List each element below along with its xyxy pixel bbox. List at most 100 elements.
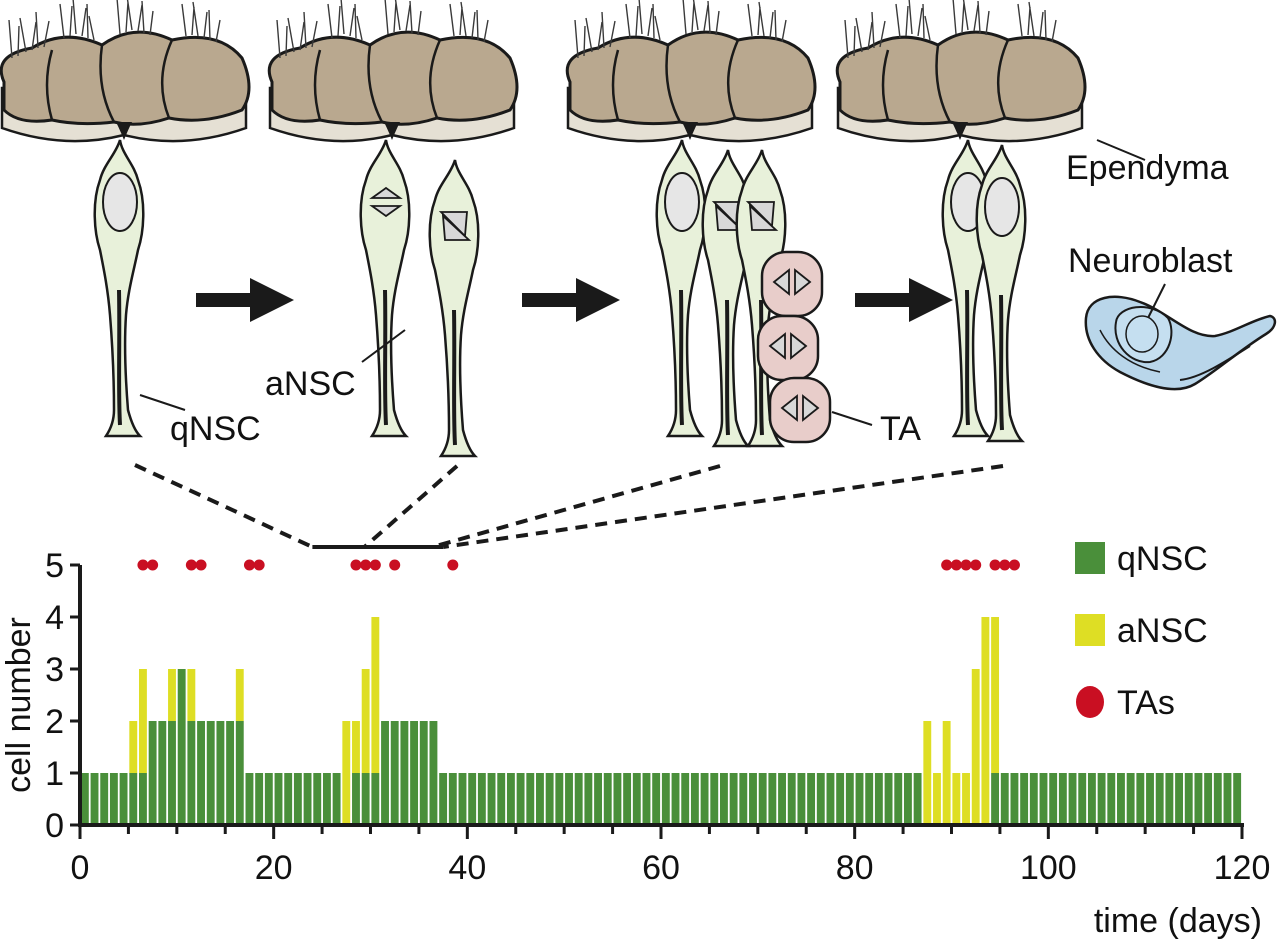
y-tick-label: 1 bbox=[45, 755, 64, 793]
qnsc-bar bbox=[245, 773, 254, 825]
x-axis-label: time (days) bbox=[1094, 902, 1262, 940]
qnsc-bar bbox=[1213, 773, 1222, 825]
zoom-line bbox=[363, 464, 459, 549]
qnsc-bar bbox=[603, 773, 612, 825]
x-tick-label: 120 bbox=[1214, 849, 1271, 887]
qnsc-bar bbox=[487, 773, 496, 825]
qnsc-bar bbox=[381, 721, 389, 825]
qnsc-bar bbox=[100, 773, 109, 825]
ta-dot bbox=[950, 559, 962, 571]
qnsc-bar bbox=[429, 721, 438, 825]
qnsc-bar bbox=[1029, 773, 1038, 825]
ta-dot bbox=[941, 559, 953, 571]
qnsc-bar bbox=[865, 773, 874, 825]
qnsc-bar bbox=[1000, 773, 1009, 825]
qnsc-bar bbox=[1020, 773, 1029, 825]
ta-dot bbox=[350, 559, 362, 571]
qnsc-bar bbox=[410, 721, 419, 825]
qnsc-bar bbox=[816, 773, 825, 825]
qnsc-bar bbox=[371, 773, 380, 825]
qnsc-bar bbox=[1155, 773, 1164, 825]
ta-dot bbox=[195, 559, 207, 571]
arrow-right-icon bbox=[855, 278, 953, 322]
qnsc-bar bbox=[749, 773, 757, 825]
qnsc-bar bbox=[361, 773, 370, 825]
legend-label: TAs bbox=[1117, 684, 1175, 722]
qnsc-bar bbox=[497, 773, 506, 825]
qnsc-bar bbox=[109, 773, 118, 825]
arrow-right-icon bbox=[196, 278, 294, 322]
ansc-bar bbox=[971, 669, 980, 825]
ta-dot bbox=[1008, 559, 1020, 571]
qnsc-bar bbox=[1126, 773, 1135, 825]
qnsc-bar bbox=[506, 773, 515, 825]
qnsc-bar bbox=[526, 773, 535, 825]
ta-cell bbox=[768, 376, 832, 444]
y-tick-label: 3 bbox=[45, 651, 64, 689]
ansc-cell bbox=[427, 158, 481, 458]
bars bbox=[80, 617, 1242, 825]
ta-dot bbox=[185, 559, 197, 571]
qnsc-bar bbox=[1136, 773, 1145, 825]
qnsc-bar bbox=[894, 773, 903, 825]
y-tick-label: 4 bbox=[45, 599, 64, 637]
qnsc-bar bbox=[991, 773, 1000, 825]
ansc-bar bbox=[235, 669, 244, 721]
qnsc-bar bbox=[129, 773, 138, 825]
qnsc-bar bbox=[187, 721, 196, 825]
qnsc-bar bbox=[797, 773, 806, 825]
qnsc-bar bbox=[1010, 773, 1019, 825]
qnsc-bar bbox=[681, 773, 690, 825]
qnsc-bar bbox=[720, 773, 728, 825]
ependyma-cap bbox=[0, 0, 251, 143]
ansc-bar bbox=[981, 617, 990, 825]
qnsc-bar bbox=[1223, 773, 1232, 825]
qnsc-bar bbox=[90, 773, 99, 825]
legend-swatch bbox=[1075, 614, 1105, 646]
qnsc-bar bbox=[264, 773, 273, 825]
ansc-bar bbox=[168, 669, 176, 721]
ta-dot bbox=[369, 559, 381, 571]
qnsc-bar bbox=[690, 773, 699, 825]
qnsc-bar bbox=[516, 773, 525, 825]
qnsc-bar bbox=[652, 773, 661, 825]
qnsc-bar bbox=[594, 773, 602, 825]
qnsc-bar bbox=[168, 721, 176, 825]
qnsc-bar bbox=[322, 773, 331, 825]
qnsc-bar bbox=[787, 773, 796, 825]
qnsc-bar bbox=[197, 721, 205, 825]
legend-label: qNSC bbox=[1117, 540, 1208, 578]
qnsc-bar bbox=[158, 721, 167, 825]
qnsc-bar bbox=[477, 773, 486, 825]
qnsc-bar bbox=[778, 773, 786, 825]
ta-dot bbox=[989, 559, 1001, 571]
qnsc-cell bbox=[974, 143, 1028, 443]
qnsc-bar bbox=[303, 773, 312, 825]
leader-lines bbox=[139, 139, 1166, 426]
ansc-bar bbox=[933, 773, 941, 825]
qnsc-bar bbox=[613, 773, 622, 825]
qnsc-bar bbox=[584, 773, 593, 825]
ta-dot bbox=[243, 559, 255, 571]
qnsc-bar bbox=[903, 773, 912, 825]
label-ta: TA bbox=[880, 410, 921, 448]
qnsc-bar bbox=[1194, 773, 1203, 825]
qnsc-bar bbox=[206, 721, 215, 825]
qnsc-bar bbox=[623, 773, 632, 825]
ansc-bar bbox=[962, 773, 970, 825]
qnsc-bar bbox=[1097, 773, 1106, 825]
qnsc-bar bbox=[661, 773, 670, 825]
label-neuroblast: Neuroblast bbox=[1068, 242, 1233, 280]
ansc-bar bbox=[352, 721, 360, 773]
qnsc-bar bbox=[468, 773, 477, 825]
qnsc-bar bbox=[80, 773, 89, 825]
ansc-bar bbox=[342, 721, 351, 825]
qnsc-bar bbox=[826, 773, 835, 825]
qnsc-bar bbox=[671, 773, 680, 825]
x-tick-label: 20 bbox=[255, 849, 293, 887]
qnsc-bar bbox=[1175, 773, 1183, 825]
ansc-bar bbox=[991, 617, 1000, 773]
ta-dot bbox=[389, 559, 401, 571]
